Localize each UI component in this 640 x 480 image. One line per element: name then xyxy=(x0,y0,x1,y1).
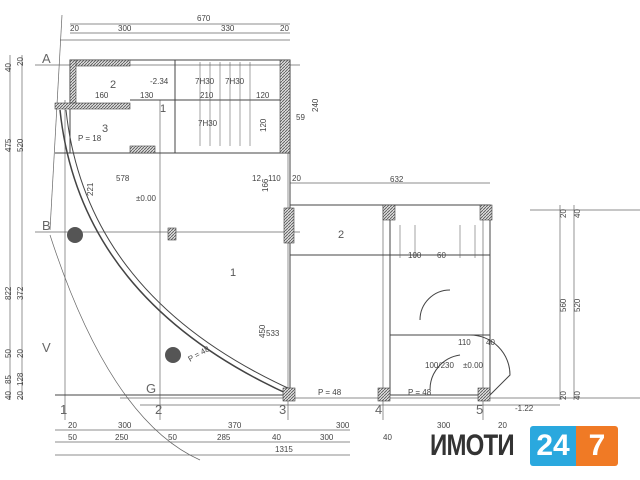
grid-letter: A xyxy=(42,51,51,66)
annotation: P = 48 xyxy=(408,388,432,397)
dim-label: 40 xyxy=(4,63,13,72)
annotation: 20 xyxy=(559,209,568,218)
annotation: 40 xyxy=(573,391,582,400)
annotation: P = 48 xyxy=(318,388,342,397)
grid-number: 1 xyxy=(60,402,67,417)
logo-24: 24 xyxy=(530,426,576,466)
dim-label: 128 xyxy=(16,372,25,386)
imoti-24-7-logo: ИМОТИ 24 7 xyxy=(430,426,618,466)
logo-word: ИМОТИ xyxy=(430,429,515,462)
annotation: 12 xyxy=(252,174,261,183)
left-dims: 40 20 475 520 822 372 50 20 40 85 20 128 xyxy=(4,57,25,400)
room-label: 2 xyxy=(338,229,344,241)
dim-label: 285 xyxy=(217,433,231,442)
dim-label: 20 xyxy=(16,349,25,358)
annotation: 120 xyxy=(259,118,268,132)
grid-letter: G xyxy=(146,381,156,396)
annotation: 40 xyxy=(486,338,495,347)
annotation: 578 xyxy=(116,174,130,183)
room-label: 3 xyxy=(102,123,108,135)
dim-label: 300 xyxy=(118,421,132,430)
stairs xyxy=(199,62,476,258)
dim-label: 822 xyxy=(4,286,13,300)
dim-label: 85 xyxy=(4,375,13,384)
annotation: 20 xyxy=(559,391,568,400)
dim-label: 20 xyxy=(16,57,25,66)
round-columns xyxy=(67,227,181,363)
dim-label: 20 xyxy=(70,24,79,33)
annotation: 166 xyxy=(261,178,270,192)
annotation: 59 xyxy=(296,113,305,122)
annotation: 7H30 xyxy=(198,119,218,128)
dim-label: 300 xyxy=(118,24,132,33)
annotation: 533 xyxy=(266,329,280,338)
annotation: P = 48 xyxy=(187,344,212,364)
annotation: 210 xyxy=(200,91,214,100)
annotation: 240 xyxy=(311,98,320,112)
dim-label: 20 xyxy=(498,421,507,430)
annotation: 130 xyxy=(140,91,154,100)
level-mark: ±0.00 xyxy=(463,361,484,370)
annotation: 560 xyxy=(559,298,568,312)
annotation: 110 xyxy=(458,338,471,347)
dim-label: 330 xyxy=(221,24,235,33)
dim-label: 475 xyxy=(4,138,13,152)
level-mark: -1.22 xyxy=(515,404,534,413)
annotation: 60 xyxy=(437,251,446,260)
annotation: 632 xyxy=(390,175,404,184)
dim-label: 40 xyxy=(4,391,13,400)
hatched-walls xyxy=(54,59,493,402)
dim-label: 50 xyxy=(168,433,177,442)
grid-number: 5 xyxy=(476,402,483,417)
logo-7: 7 xyxy=(576,426,618,466)
annotation: 20 xyxy=(292,174,301,183)
grid-number: 4 xyxy=(375,402,382,417)
grid-number: 2 xyxy=(155,402,162,417)
dim-label: 300 xyxy=(320,433,334,442)
annotation: 7H30 xyxy=(195,77,215,86)
annotation: 110 xyxy=(268,174,281,183)
dim-label: 40 xyxy=(272,433,281,442)
dim-label: 50 xyxy=(68,433,77,442)
dim-label: 370 xyxy=(228,421,242,430)
bottom-dims: 20 300 370 300 300 20 50 250 50 285 40 3… xyxy=(68,421,507,454)
annotation: 520 xyxy=(573,298,582,312)
dim-label: 300 xyxy=(437,421,451,430)
annotation: 120 xyxy=(256,91,270,100)
dim-label: 20 xyxy=(280,24,289,33)
annotation: 160 xyxy=(95,91,109,100)
dim-label: 20 xyxy=(16,391,25,400)
annotations: P = 18 P = 48 P = 48 P = 48 578 12 110 2… xyxy=(78,77,582,400)
dim-label: 300 xyxy=(336,421,350,430)
annotation: 100 xyxy=(408,251,422,260)
dim-total-width: 670 xyxy=(197,14,211,23)
level-mark: -2.34 xyxy=(150,77,169,86)
dim-label: 20 xyxy=(68,421,77,430)
dim-label: 520 xyxy=(16,138,25,152)
annotation: 7H30 xyxy=(225,77,245,86)
annotation: 450 xyxy=(258,324,267,338)
level-mark: ±0.00 xyxy=(136,194,157,203)
dim-label: 250 xyxy=(115,433,129,442)
room-label: 1 xyxy=(230,267,236,279)
annotation: 40 xyxy=(573,209,582,218)
annotation: P = 18 xyxy=(78,134,102,143)
room-label: 2 xyxy=(110,79,116,91)
grid-letter: V xyxy=(42,340,51,355)
grid-number: 3 xyxy=(279,402,286,417)
annotation: 221 xyxy=(86,182,95,196)
dim-label: 372 xyxy=(16,286,25,300)
annotation: 100/230 xyxy=(425,361,454,370)
dim-label: 40 xyxy=(383,433,392,442)
dim-total-length: 1315 xyxy=(275,445,293,454)
room-label: 1 xyxy=(160,103,166,115)
grid-letter: B xyxy=(42,218,51,233)
dim-label: 50 xyxy=(4,349,13,358)
